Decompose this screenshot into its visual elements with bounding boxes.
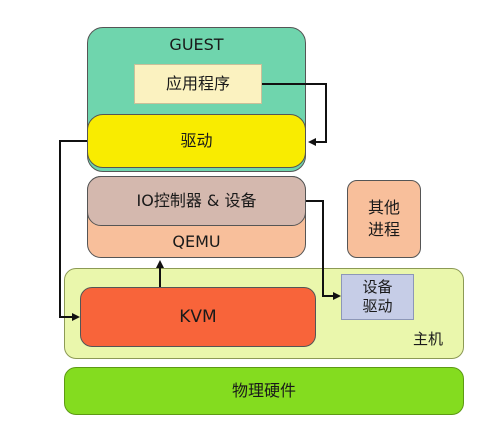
hardware-box: 物理硬件 [64,367,464,415]
kvm-label: KVM [179,306,217,327]
io-controller-box: IO控制器 & 设备 [87,176,306,226]
hardware-label: 物理硬件 [231,381,296,401]
guest-title: GUEST [169,35,224,54]
qemu-label: QEMU [172,231,221,251]
device-driver-line1: 设备 [362,277,393,296]
host-label: 主机 [412,330,443,348]
kvm-box: KVM [80,287,316,347]
application-box: 应用程序 [134,64,262,104]
device-driver-box: 设备 驱动 [341,274,414,320]
other-process-box: 其他 进程 [347,180,421,258]
guest-driver-box: 驱动 [87,114,306,168]
other-process-line1: 其他 [367,197,400,217]
other-process-line2: 进程 [367,220,400,239]
io-controller-label: IO控制器 & 设备 [136,191,257,211]
device-driver-line2: 驱动 [362,297,393,315]
application-label: 应用程序 [165,74,230,94]
guest-driver-label: 驱动 [180,131,213,151]
